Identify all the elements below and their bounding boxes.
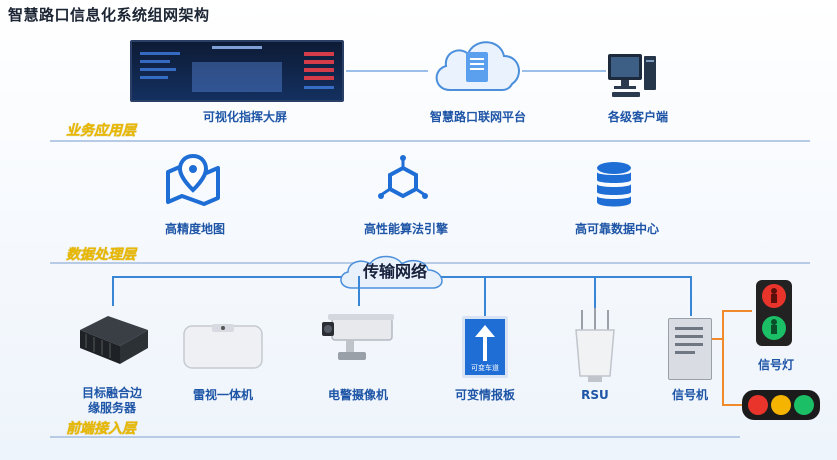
- network-cloud-icon: [340, 255, 443, 289]
- cloud-platform-icon: [435, 41, 520, 91]
- radar-video-label: 雷视一体机: [192, 388, 253, 402]
- drop-signal-machine: [690, 276, 692, 316]
- drop-vms: [484, 276, 486, 316]
- signal-link-vertical: [722, 310, 724, 406]
- layer-label-frontend: 前端接入层: [66, 421, 136, 437]
- camera-label: 电警摄像机: [327, 388, 388, 402]
- edge-server-label-line1: 目标融合边: [81, 386, 142, 400]
- radar-video-unit-icon: [183, 324, 263, 369]
- layer-label-application: 业务应用层: [66, 123, 136, 139]
- pedestrian-signal-light-icon: [756, 280, 792, 346]
- edge-server-icon: [80, 316, 148, 364]
- desktop-computer-icon: [608, 54, 656, 97]
- client-label: 各级客户端: [607, 110, 668, 124]
- layer-label-processing: 数据处理层: [66, 247, 136, 263]
- layer-divider-frontend: [50, 436, 740, 438]
- rsu-antenna-icon: [575, 308, 615, 382]
- drop-rsu: [594, 276, 596, 310]
- signal-link-top: [722, 310, 752, 312]
- layer-divider-processing: [50, 262, 810, 264]
- engine-label: 高性能算法引擎: [363, 222, 448, 236]
- enforcement-camera-icon: [322, 314, 394, 360]
- command-screen-image: [130, 40, 344, 102]
- network-label: 传输网络: [362, 262, 427, 281]
- layer-divider-application: [50, 140, 810, 142]
- signal-light-label: 信号灯: [757, 358, 794, 372]
- drop-camera: [358, 276, 360, 306]
- vms-inner-text: 可变车道: [471, 364, 499, 372]
- traffic-light-icon: [742, 390, 820, 420]
- platform-label: 智慧路口联网平台: [429, 110, 526, 124]
- vms-label: 可变情报板: [454, 388, 515, 402]
- page-title: 智慧路口信息化系统组网架构: [8, 6, 210, 24]
- drop-edge: [112, 276, 114, 306]
- map-pin-icon: [166, 153, 220, 206]
- signal-controller-cabinet: [668, 318, 712, 380]
- algorithm-cube-icon: [378, 155, 428, 199]
- signal-link-bottom: [722, 404, 742, 406]
- link-platform-client: [522, 70, 606, 72]
- rsu-label: RSU: [581, 388, 609, 402]
- variable-message-sign: 可变车道: [462, 316, 508, 378]
- map-label: 高精度地图: [164, 222, 225, 236]
- edge-server-label-line2: 缘服务器: [87, 401, 136, 415]
- link-screen-platform: [346, 70, 428, 72]
- database-icon: [597, 162, 631, 207]
- datacenter-label: 高可靠数据中心: [574, 222, 659, 236]
- arrow-up-icon: [475, 325, 495, 361]
- signal-machine-label: 信号机: [671, 388, 708, 402]
- signal-link-stub: [712, 338, 724, 340]
- command-screen-label: 可视化指挥大屏: [202, 110, 287, 124]
